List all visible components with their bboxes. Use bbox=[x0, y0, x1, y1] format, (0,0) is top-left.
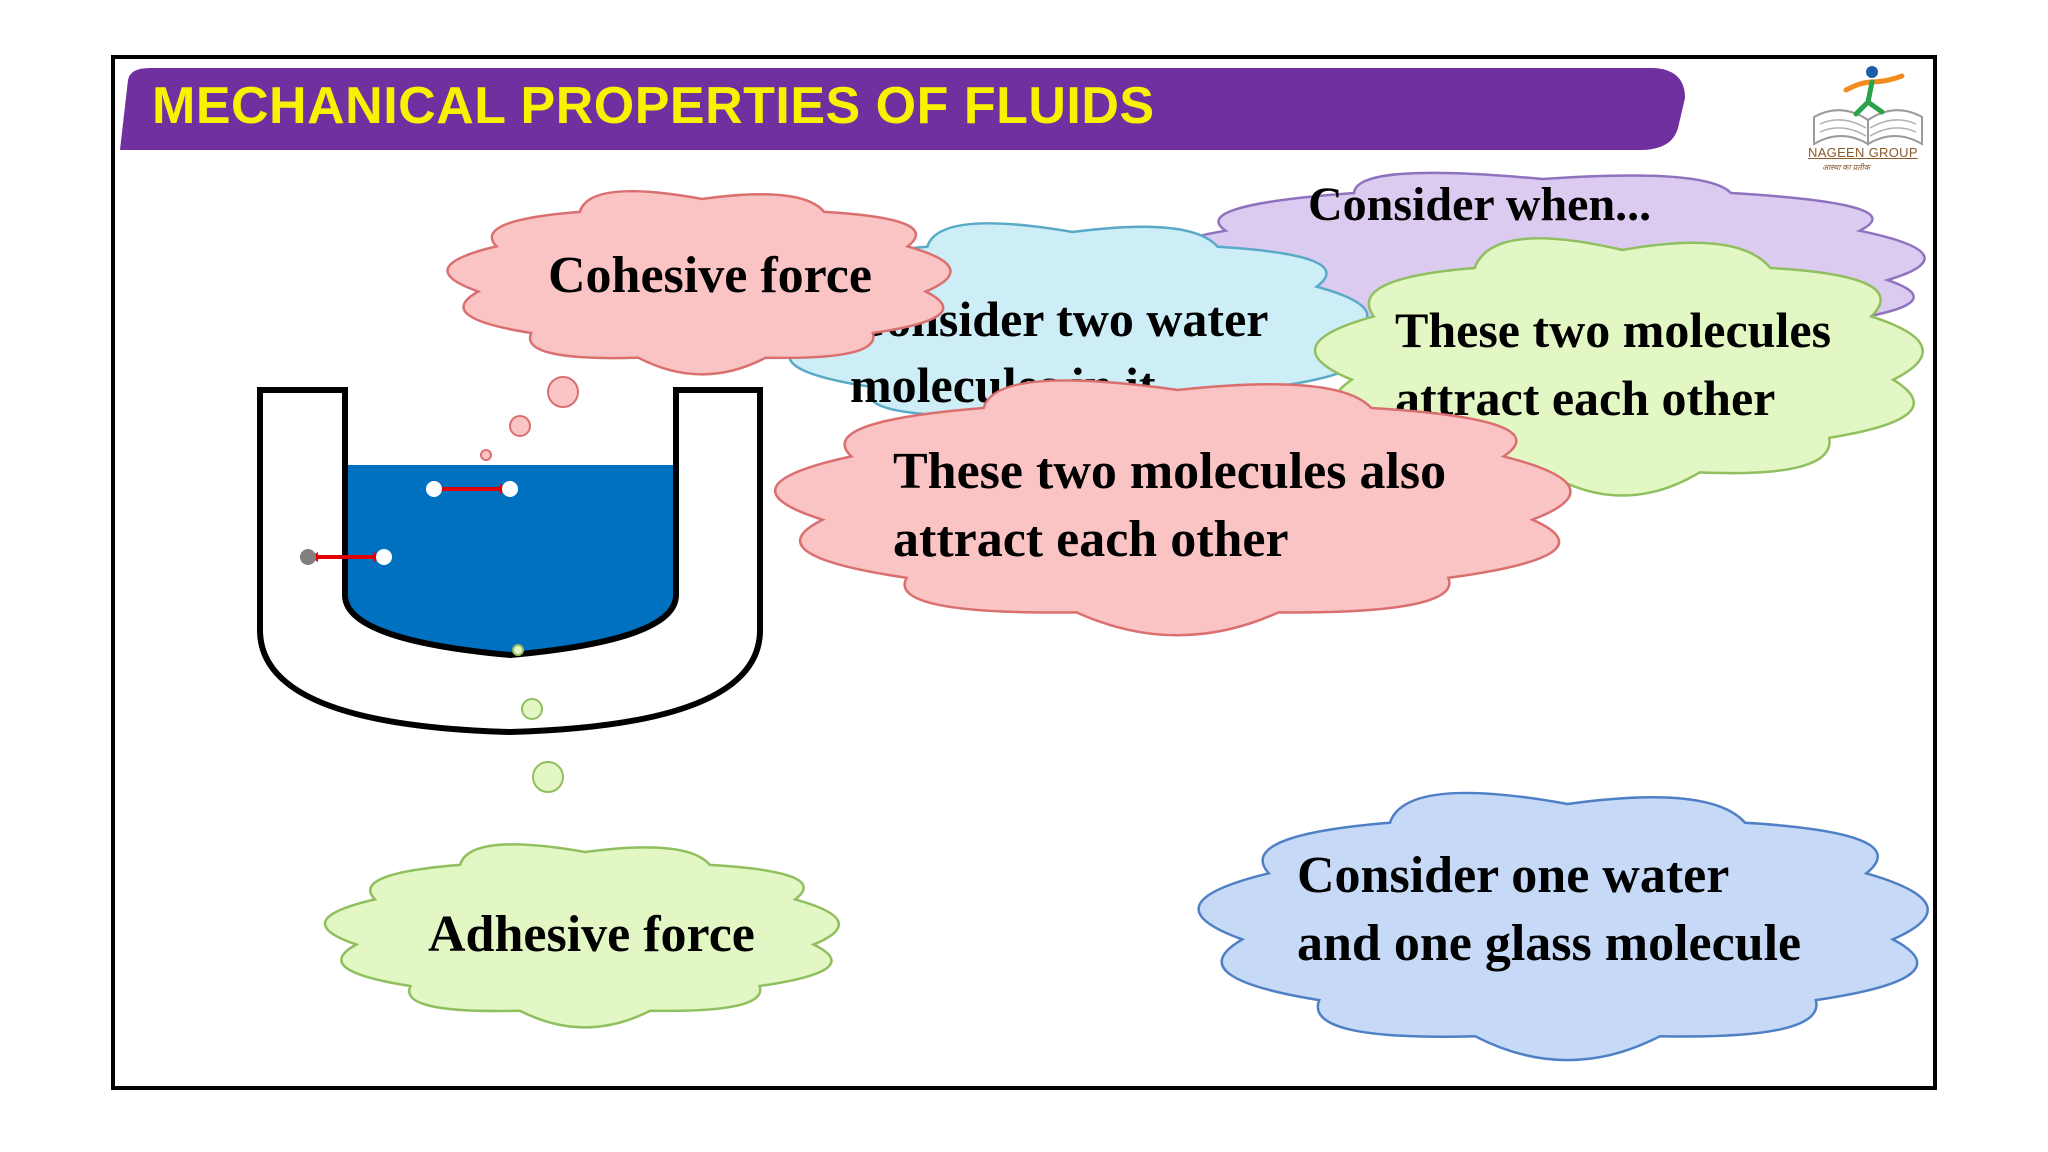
cloud-also-attract-line-1: These two molecules also bbox=[893, 443, 1447, 500]
water-molecule-1 bbox=[426, 481, 442, 497]
adhesive-bubble-3 bbox=[532, 761, 564, 793]
water-molecule-3 bbox=[376, 549, 392, 565]
adhesive-bubble-2 bbox=[521, 698, 543, 720]
slide-title: MECHANICAL PROPERTIES OF FLUIDS bbox=[152, 77, 1155, 135]
water-fill bbox=[345, 465, 676, 655]
cloud-consider-back-text: Consider when... bbox=[1308, 178, 1652, 231]
glass-vessel bbox=[257, 387, 763, 736]
cohesive-bubble-3 bbox=[480, 449, 492, 461]
cloud-shape-cohesive bbox=[446, 190, 952, 376]
adhesive-bubble-1 bbox=[512, 644, 524, 656]
cohesive-bubble-2 bbox=[509, 415, 531, 437]
cloud-also-attract-line-2: attract each other bbox=[893, 511, 1289, 568]
cloud-water-glass-line-2: and one glass molecule bbox=[1297, 915, 1802, 972]
cohesive-bubble-1 bbox=[547, 376, 579, 408]
beaker-diagram bbox=[240, 370, 800, 825]
glass-molecule bbox=[300, 549, 316, 565]
cloud-water-glass-line-1: Consider one water bbox=[1297, 847, 1730, 904]
logo-tagline: आस्था का प्रतीक bbox=[1822, 163, 1870, 172]
cloud-cohesive-force-text: Cohesive force bbox=[548, 247, 872, 304]
title-banner bbox=[120, 68, 1685, 150]
cloud-shape-also-attract bbox=[773, 379, 1572, 637]
cloud-two-attract-line-1: These two molecules bbox=[1395, 302, 1832, 358]
cloud-shape-adhesive bbox=[323, 843, 841, 1029]
cloud-shape-water-glass bbox=[1197, 791, 1929, 1062]
cloud-adhesive-force-text: Adhesive force bbox=[428, 906, 755, 963]
water-molecule-2 bbox=[502, 481, 518, 497]
nageen-group-logo bbox=[1806, 62, 1936, 172]
logo-wordmark: NAGEEN GROUP bbox=[1808, 145, 1918, 160]
